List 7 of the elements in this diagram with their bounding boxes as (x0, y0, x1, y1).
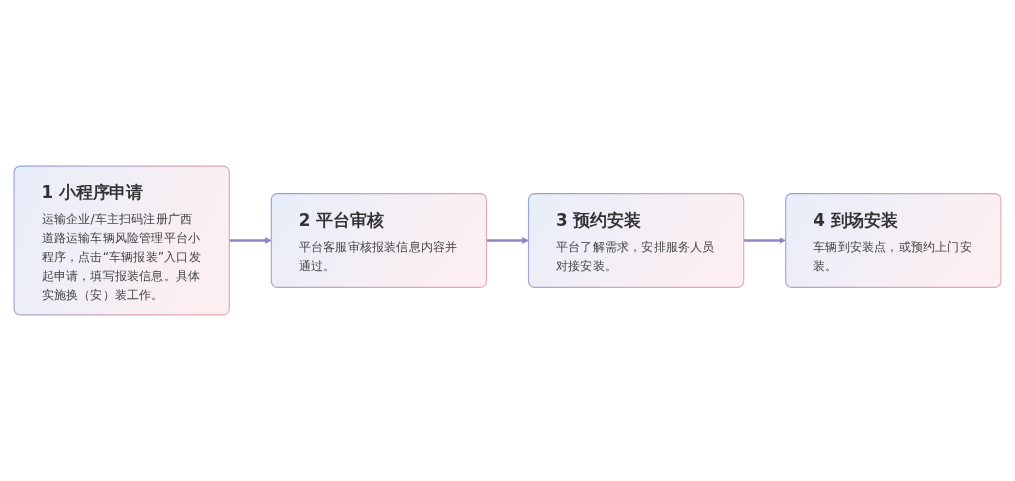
arrow (743, 237, 786, 244)
process-box: 4 到场安装 车辆到安装点，或预约上门安装。 (785, 193, 1002, 288)
arrow (229, 237, 272, 244)
arrow (486, 237, 529, 244)
process-box: 3 预约安装 平台了解需求，安排服务人员对接安装。 (527, 193, 745, 288)
process-box: 1 小程序申请 运输企业/车主扫码注册广西道路运输车辆风险管理平台小程序，点击“车辆报装”入口发起申请，填写报装信息。具体实施换（安）装工作。 (13, 165, 230, 316)
process-box: 2 平台审核 平台客服审核报装信息内容并通过。 (270, 193, 488, 288)
